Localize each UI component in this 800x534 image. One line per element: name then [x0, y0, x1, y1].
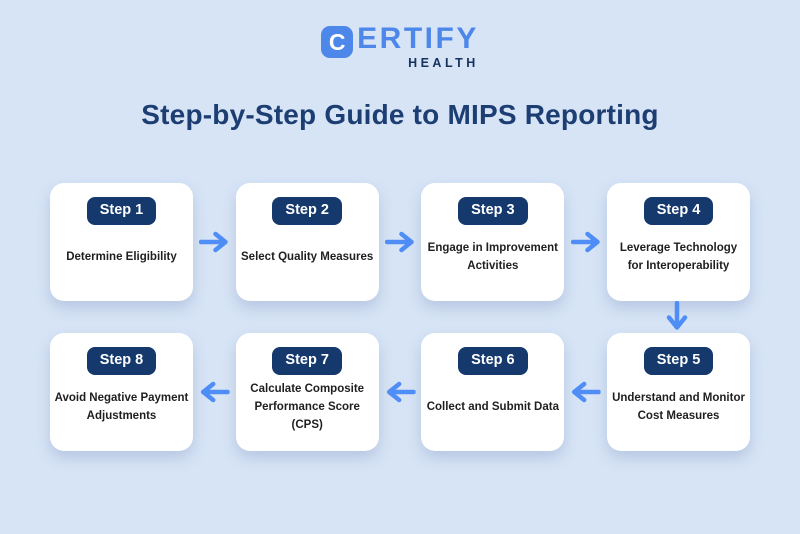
step-label: Understand and Monitor Cost Measures [612, 392, 745, 422]
step-card-2: Step 2 Select Quality Measures [235, 183, 379, 301]
step-card-1: Step 1 Determine Eligibility [50, 183, 193, 301]
arrow-left-icon [564, 333, 607, 451]
step-badge: Step 1 [86, 197, 157, 225]
step-label: Select Quality Measures [241, 251, 374, 264]
step-label: Calculate Composite Performance Score (C… [250, 383, 365, 431]
logo-text-column: ERTIFY HEALTH [357, 24, 479, 70]
step-label-wrap: Understand and Monitor Cost Measures [611, 375, 746, 441]
brand-subtitle: HEALTH [408, 56, 479, 70]
brand-logo-inner: C ERTIFY HEALTH [321, 24, 479, 70]
step-label: Engage in Improvement Activities [427, 242, 559, 272]
step-label-wrap: Select Quality Measures [240, 225, 375, 291]
flow-row-bottom: Step 8 Avoid Negative Payment Adjustment… [50, 333, 751, 451]
step-card-4: Step 4 Leverage Technology for Interoper… [607, 183, 751, 301]
page-title: Step-by-Step Guide to MIPS Reporting [141, 99, 659, 130]
step-card-5: Step 5 Understand and Monitor Cost Measu… [607, 333, 751, 451]
step-badge: Step 4 [643, 197, 714, 225]
step-badge: Step 3 [458, 197, 528, 225]
step-label: Determine Eligibility [66, 251, 177, 264]
step-badge: Step 6 [458, 347, 528, 375]
arrow-left-icon [193, 333, 236, 451]
logo-icon-letter: C [328, 28, 346, 55]
arrow-down-icon [666, 300, 688, 332]
brand-name: ERTIFY [357, 22, 479, 55]
step-label-wrap: Calculate Composite Performance Score (C… [240, 375, 375, 441]
step-badge: Step 7 [272, 347, 342, 375]
step-label: Leverage Technology for Interoperability [619, 242, 738, 272]
step-label-wrap: Engage in Improvement Activities [425, 225, 560, 291]
step-card-6: Step 6 Collect and Submit Data [421, 333, 565, 451]
arrow-right-icon [564, 183, 607, 301]
step-card-7: Step 7 Calculate Composite Performance S… [235, 333, 379, 451]
arrow-right-icon [193, 183, 236, 301]
brand-logo: C ERTIFY HEALTH [0, 24, 800, 70]
step-badge: Step 8 [86, 347, 157, 375]
certify-logo-icon: C [321, 26, 354, 58]
step-label-wrap: Determine Eligibility [54, 225, 189, 291]
step-card-3: Step 3 Engage in Improvement Activities [421, 183, 565, 301]
step-label-wrap: Collect and Submit Data [425, 375, 560, 441]
step-card-8: Step 8 Avoid Negative Payment Adjustment… [50, 333, 193, 451]
step-label-wrap: Avoid Negative Payment Adjustments [54, 375, 189, 441]
step-badge: Step 5 [643, 347, 714, 375]
step-label-wrap: Leverage Technology for Interoperability [611, 225, 746, 291]
arrow-left-icon [379, 333, 422, 451]
step-badge: Step 2 [272, 197, 342, 225]
step-label: Collect and Submit Data [426, 401, 559, 414]
step-label: Avoid Negative Payment Adjustments [54, 392, 189, 422]
flow-row-top: Step 1 Determine Eligibility Step 2 Sele… [50, 183, 751, 301]
arrow-right-icon [379, 183, 422, 301]
